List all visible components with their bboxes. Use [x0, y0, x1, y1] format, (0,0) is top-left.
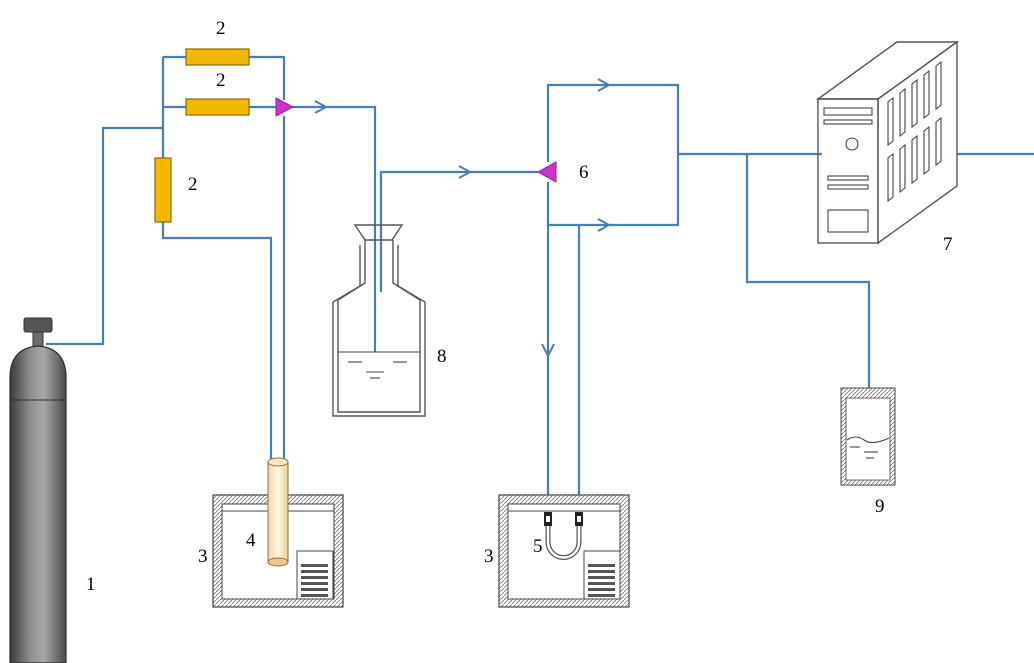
- flow-arrow: [597, 218, 612, 232]
- label-flowmeter-left: 2: [188, 174, 198, 195]
- label-six-way-valve: 6: [579, 162, 589, 183]
- control-panel-vents: [588, 564, 615, 597]
- flow-arrow: [458, 165, 473, 179]
- flow-arrows: [314, 78, 612, 359]
- flow-arrow: [597, 78, 612, 92]
- pipe-network: [46, 55, 1034, 515]
- label-water-bath-right: 3: [484, 546, 494, 567]
- flow-arrow: [541, 343, 555, 359]
- control-panel-vents: [301, 564, 328, 597]
- side-vents: [887, 60, 942, 203]
- gas-washing-bottle: [332, 224, 426, 417]
- label-flowmeter-middle: 2: [216, 70, 226, 91]
- analyzer-unit: [815, 40, 960, 245]
- u-tube: [544, 512, 583, 560]
- flowmeter-middle: [185, 98, 250, 116]
- three-way-valve: [275, 97, 295, 117]
- flow-arrow: [314, 100, 329, 114]
- label-u-tube: 5: [533, 536, 543, 557]
- sample-tube: [267, 457, 289, 567]
- flowmeter-top: [185, 48, 250, 66]
- label-water-bath-left: 3: [198, 546, 208, 567]
- label-sample-tube: 4: [246, 530, 256, 551]
- beaker: [840, 387, 896, 486]
- label-gas-cylinder: 1: [86, 574, 96, 595]
- label-analyzer: 7: [943, 234, 953, 255]
- water-bath-right: [498, 494, 630, 608]
- flowmeter-left: [154, 157, 172, 223]
- six-way-valve: [536, 161, 557, 183]
- gas-cylinder: [9, 317, 67, 663]
- label-beaker: 9: [875, 496, 885, 517]
- label-gas-washing-bottle: 8: [437, 346, 447, 367]
- label-flowmeter-top: 2: [216, 18, 226, 39]
